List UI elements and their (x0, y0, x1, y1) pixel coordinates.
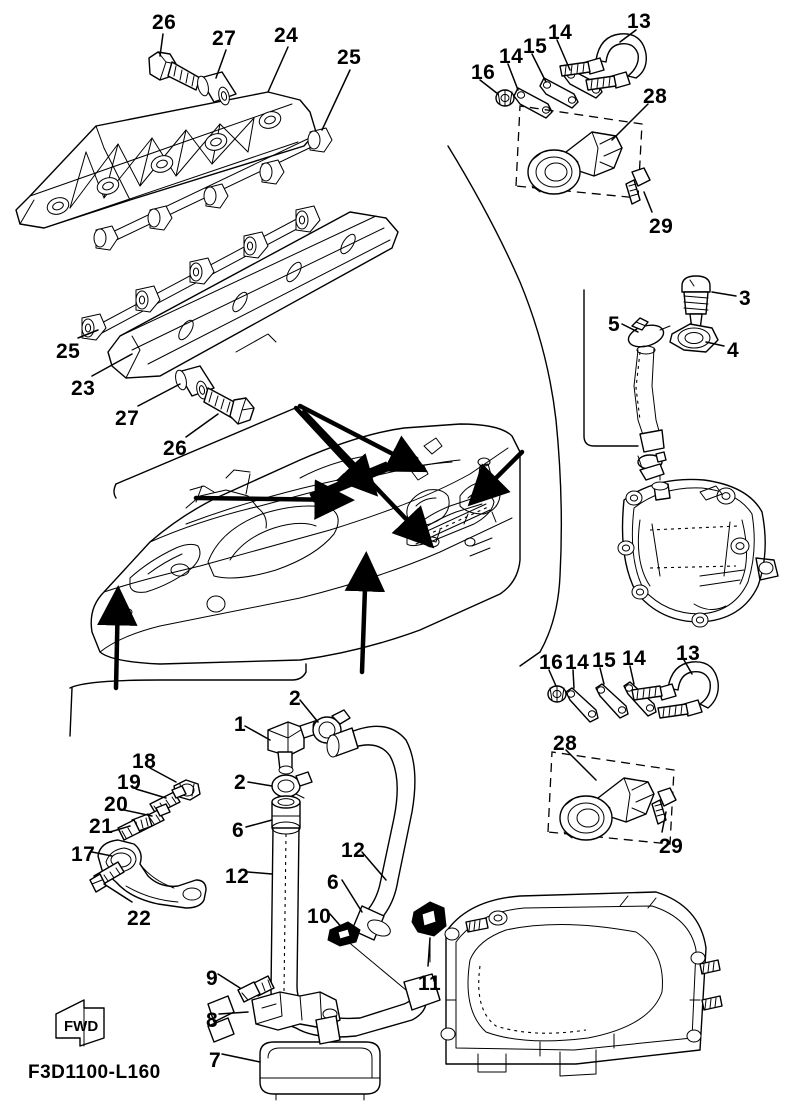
callout-20-c20: 20 (104, 793, 129, 816)
callout-28-c28b: 28 (553, 732, 578, 755)
part-29-screw-bottom (651, 787, 677, 825)
callout-12-c12b: 12 (341, 839, 366, 862)
callout-18-c18: 18 (132, 750, 157, 773)
callout-12-c12a: 12 (225, 865, 250, 888)
leader-lines (77, 29, 737, 1063)
callout-27-c27b: 27 (115, 407, 140, 430)
callout-15-c15a: 15 (523, 35, 548, 58)
part-16-nut-top (495, 89, 515, 107)
part-29-screw-top (625, 167, 651, 205)
part-15-link-top (539, 77, 579, 109)
callout-26-c26a: 26 (152, 11, 177, 34)
callout-6-c6b: 6 (327, 871, 340, 894)
callout-13-c13a: 13 (627, 10, 652, 33)
callout-2-c2a: 2 (289, 687, 302, 710)
callout-5-c5: 5 (608, 313, 621, 336)
fwd-arrow-symbol (55, 999, 105, 1047)
callout-15-c15b: 15 (592, 649, 617, 672)
callout-26-c26b: 26 (163, 437, 188, 460)
engine-housing-upper (617, 463, 779, 628)
part-26-bolt-top (148, 51, 201, 91)
part-28-latch-top (515, 105, 643, 199)
part-3-plug (681, 275, 711, 331)
bilge-hose-lower (295, 973, 441, 1038)
part-10-clip (327, 921, 407, 991)
callout-21-c21: 21 (89, 815, 114, 838)
part-4-nut (669, 323, 719, 353)
part-23-rail (107, 211, 399, 379)
part-27-collar-top (197, 71, 237, 106)
part-22-screw (89, 861, 125, 893)
callout-11-c11: 11 (418, 972, 442, 995)
callout-24-c24: 24 (274, 24, 299, 47)
part-25-collars-top (93, 127, 333, 251)
callout-29-c29b: 29 (659, 835, 684, 858)
part-15-link-bottom (595, 683, 629, 719)
part-group-hinge-top (495, 33, 647, 119)
callout-17-c17: 17 (71, 843, 96, 866)
part-12-hose-right (326, 725, 416, 941)
callout-8-c8: 8 (206, 1009, 219, 1032)
part-5-clamp (627, 317, 671, 348)
fwd-direction-label: FWD (64, 1018, 99, 1035)
part-2-clamp-lower (271, 771, 313, 799)
callout-7-c7: 7 (209, 1049, 222, 1072)
callout-4-c4: 4 (727, 339, 740, 362)
callout-19-c19: 19 (117, 771, 142, 794)
callout-27-c27a: 27 (212, 27, 237, 50)
callout-14-c14c: 14 (565, 651, 590, 674)
callout-frames (69, 145, 639, 737)
part-group-hinge-bottom (547, 661, 719, 723)
part-21-bolt (117, 813, 153, 841)
callout-1-c1: 1 (234, 713, 247, 736)
callout-14-c14b: 14 (548, 21, 573, 44)
part-16-nut-bottom (547, 685, 567, 703)
part-7-bilge-pump (259, 1015, 381, 1101)
part-9-bolt (237, 975, 275, 1003)
part-drain-hose (633, 345, 667, 470)
engine-housing-lower (440, 891, 723, 1077)
callout-3-c3: 3 (739, 287, 752, 310)
part-6-joint-upper (271, 795, 301, 835)
callout-16-c16b: 16 (539, 651, 564, 674)
callout-28-c28a: 28 (643, 85, 668, 108)
diagram-code-label: F3D1100-L160 (28, 1062, 161, 1083)
part-17-bracket (97, 839, 207, 909)
callout-16-c16a: 16 (471, 61, 496, 84)
callout-14-c14a: 14 (499, 45, 524, 68)
part-28-latch-bottom (547, 751, 675, 845)
callout-9-c9: 9 (206, 967, 219, 990)
watercraft-illustration (90, 403, 525, 691)
callout-25-c25a: 25 (337, 46, 362, 69)
part-24-grille (15, 91, 317, 229)
callout-6-c6a: 6 (232, 819, 245, 842)
callout-29-c29a: 29 (649, 215, 674, 238)
part-13-hook-bottom (631, 661, 719, 719)
callout-10-c10: 10 (307, 905, 332, 928)
part-14-link-a-bottom (565, 687, 599, 723)
callout-23-c23: 23 (71, 377, 96, 400)
callout-14-c14d: 14 (622, 647, 647, 670)
callout-22-c22: 22 (127, 907, 152, 930)
part-26-bolt-left (203, 387, 255, 425)
callout-2-c2b: 2 (234, 771, 247, 794)
callout-25-c25b: 25 (56, 340, 81, 363)
callout-13-c13b: 13 (676, 642, 701, 665)
